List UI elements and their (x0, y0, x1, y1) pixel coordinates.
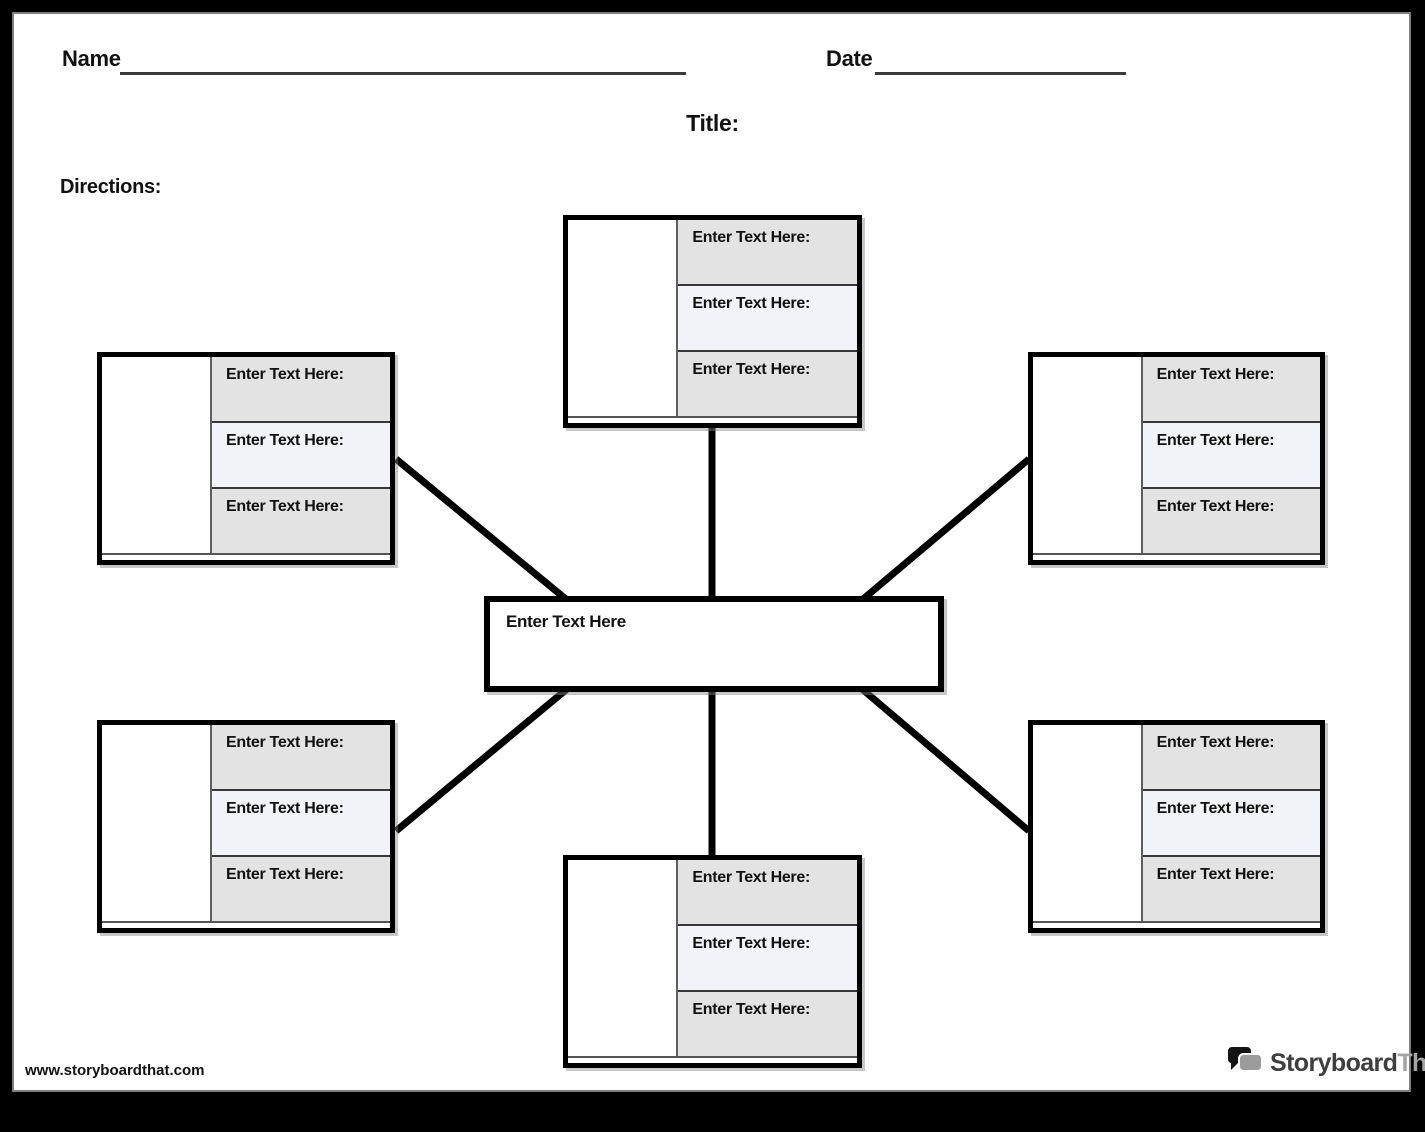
node-text-cell[interactable]: Enter Text Here: (1142, 791, 1320, 857)
node-text-cell[interactable]: Enter Text Here: (678, 220, 857, 286)
spider-node-top-left[interactable]: Enter Text Here: Enter Text Here: Enter … (97, 352, 395, 565)
logo-wordmark: StoryboardThat (1270, 1049, 1425, 1078)
node-text-cell[interactable]: Enter Text Here: (1142, 423, 1320, 489)
node-image-area[interactable] (1033, 725, 1141, 921)
node-bottom-strip (568, 1058, 857, 1063)
node-bottom-strip (1033, 923, 1320, 928)
center-topic-label[interactable]: Enter Text Here (506, 612, 626, 631)
node-text-cell[interactable]: Enter Text Here: (1142, 857, 1320, 921)
spider-node-bottom-right[interactable]: Enter Text Here: Enter Text Here: Enter … (1028, 720, 1325, 933)
node-body: Enter Text Here: Enter Text Here: Enter … (102, 725, 390, 923)
node-text-cell[interactable]: Enter Text Here: (678, 926, 857, 992)
logo-text-that: That (1397, 1048, 1425, 1077)
footer-website-url: www.storyboardthat.com (25, 1062, 205, 1079)
spider-node-top-right[interactable]: Enter Text Here: Enter Text Here: Enter … (1028, 352, 1325, 565)
node-text-column: Enter Text Here: Enter Text Here: Enter … (210, 725, 390, 921)
node-text-column: Enter Text Here: Enter Text Here: Enter … (210, 357, 390, 553)
node-image-area[interactable] (102, 357, 210, 553)
connector-line-bottom-right (859, 686, 1032, 834)
node-text-cell[interactable]: Enter Text Here: (678, 860, 857, 926)
node-text-cell[interactable]: Enter Text Here: (1142, 725, 1320, 791)
page-title-label: Title: (686, 110, 739, 136)
name-input-line[interactable] (120, 72, 686, 75)
node-bottom-strip (568, 418, 857, 423)
speech-bubbles-icon (1226, 1046, 1264, 1080)
node-image-area[interactable] (102, 725, 210, 921)
node-text-cell[interactable]: Enter Text Here: (212, 357, 390, 423)
connector-line-top-left (393, 456, 570, 603)
date-input-line[interactable] (875, 72, 1126, 75)
connector-line-top-right (859, 456, 1032, 603)
center-topic-box[interactable]: Enter Text Here (484, 596, 944, 692)
node-text-cell[interactable]: Enter Text Here: (1142, 357, 1320, 423)
spider-node-bottom-center[interactable]: Enter Text Here: Enter Text Here: Enter … (563, 855, 862, 1068)
node-body: Enter Text Here: Enter Text Here: Enter … (568, 220, 857, 418)
date-label: Date (826, 46, 873, 71)
node-image-area[interactable] (1033, 357, 1141, 553)
node-text-column: Enter Text Here: Enter Text Here: Enter … (1140, 357, 1320, 553)
node-bottom-strip (1033, 555, 1320, 560)
node-text-cell[interactable]: Enter Text Here: (212, 489, 390, 553)
node-body: Enter Text Here: Enter Text Here: Enter … (1033, 725, 1320, 923)
node-image-area[interactable] (568, 220, 677, 416)
directions-label: Directions: (60, 176, 162, 198)
node-text-cell[interactable]: Enter Text Here: (212, 791, 390, 857)
node-text-cell[interactable]: Enter Text Here: (212, 423, 390, 489)
node-bottom-strip (102, 923, 390, 928)
node-text-column: Enter Text Here: Enter Text Here: Enter … (676, 220, 857, 416)
node-text-cell[interactable]: Enter Text Here: (678, 992, 857, 1056)
node-body: Enter Text Here: Enter Text Here: Enter … (568, 860, 857, 1058)
storyboardthat-logo[interactable]: StoryboardThat (1226, 1046, 1425, 1080)
spider-node-bottom-left[interactable]: Enter Text Here: Enter Text Here: Enter … (97, 720, 395, 933)
node-text-column: Enter Text Here: Enter Text Here: Enter … (676, 860, 857, 1056)
node-text-cell[interactable]: Enter Text Here: (678, 352, 857, 416)
node-text-cell[interactable]: Enter Text Here: (212, 857, 390, 921)
connector-line-bottom-left (393, 686, 570, 834)
name-label: Name (62, 46, 121, 71)
node-body: Enter Text Here: Enter Text Here: Enter … (102, 357, 390, 555)
spider-node-top-center[interactable]: Enter Text Here: Enter Text Here: Enter … (563, 215, 862, 428)
node-text-cell[interactable]: Enter Text Here: (1142, 489, 1320, 553)
node-text-cell[interactable]: Enter Text Here: (678, 286, 857, 352)
node-body: Enter Text Here: Enter Text Here: Enter … (1033, 357, 1320, 555)
logo-text-storyboard: Storyboard (1270, 1048, 1398, 1077)
node-bottom-strip (102, 555, 390, 560)
node-text-cell[interactable]: Enter Text Here: (212, 725, 390, 791)
node-text-column: Enter Text Here: Enter Text Here: Enter … (1140, 725, 1320, 921)
node-image-area[interactable] (568, 860, 677, 1056)
